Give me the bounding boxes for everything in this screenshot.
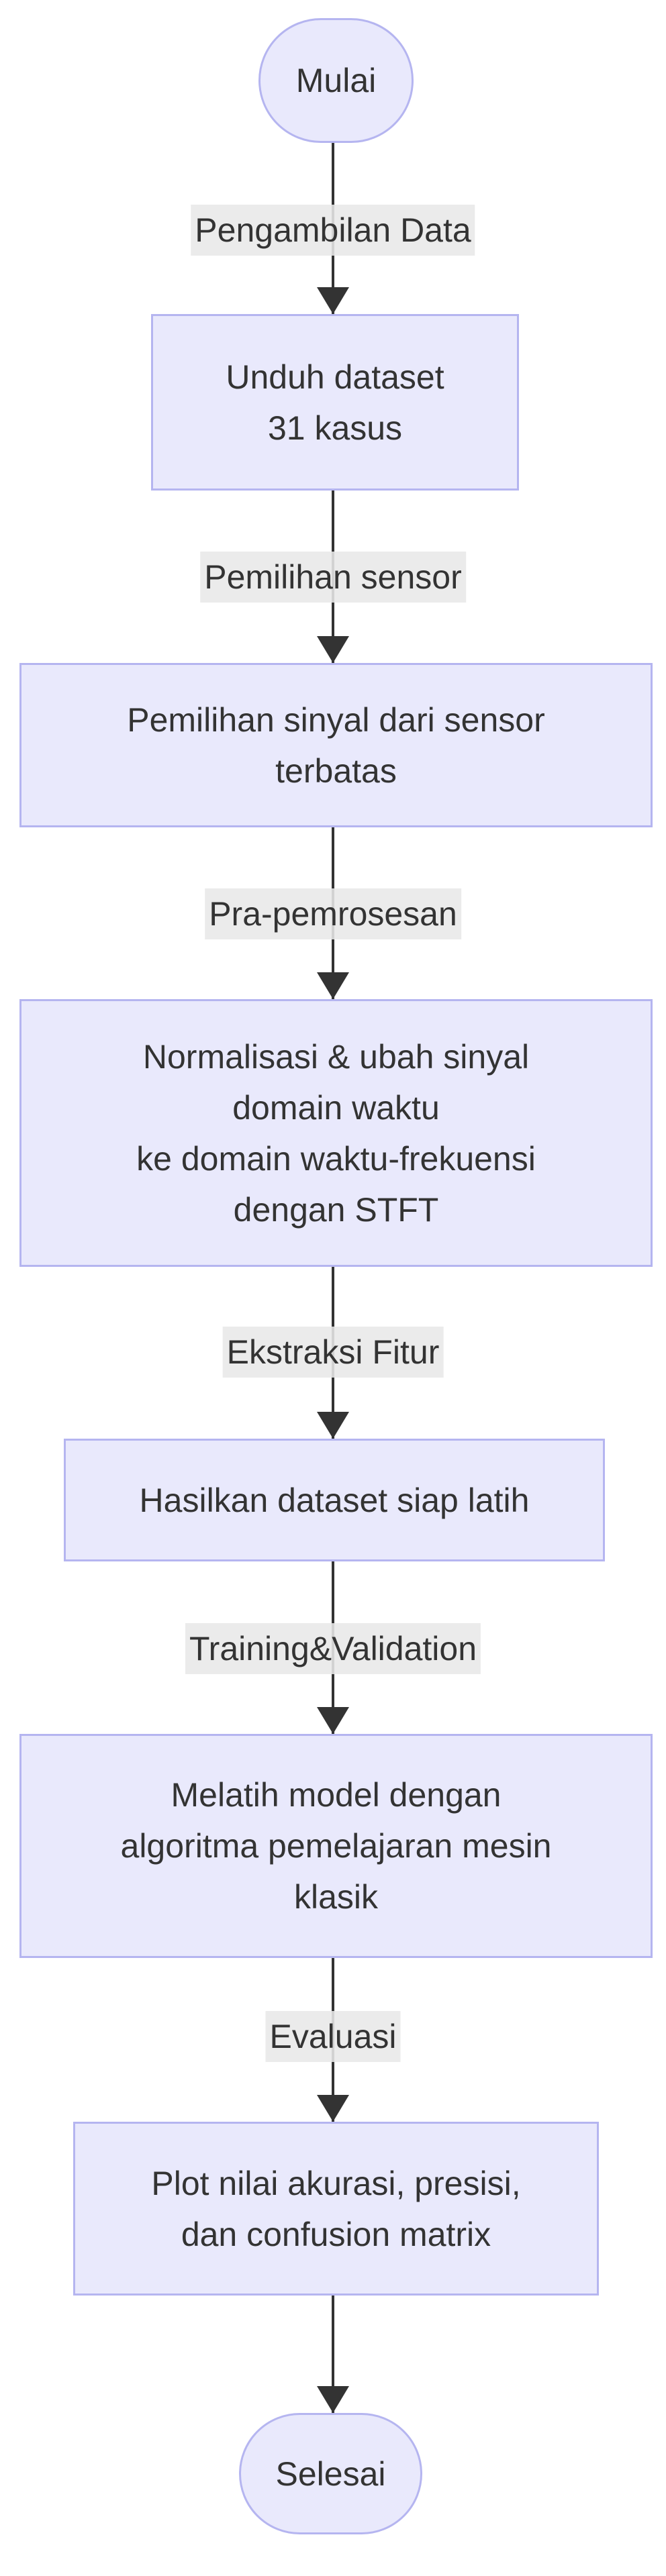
arrowhead-down-icon [317,287,349,314]
node-unduh-dataset: Unduh dataset 31 kasus [151,314,519,491]
edge-label-training-validation: Training&Validation [185,1623,481,1674]
arrow-line [332,2296,334,2413]
arrowhead-down-icon [317,1412,349,1439]
node-label: Mulai [295,62,377,99]
arrowhead-down-icon [317,2386,349,2413]
node-label: ke domain waktu-frekuensi [136,1139,536,1178]
arrowhead-down-icon [317,2095,349,2122]
node-label: Normalisasi & ubah sinyal [142,1037,530,1076]
node-selesai: Selesai [239,2413,422,2534]
edge-label-ekstraksi-fitur: Ekstraksi Fitur [222,1327,444,1378]
node-label: 31 kasus [267,409,403,447]
node-label: dengan STFT [233,1190,439,1229]
node-mulai: Mulai [258,18,414,143]
edge-label-pra-pemrosesan: Pra-pemrosesan [205,888,461,939]
node-label: domain waktu [232,1088,440,1127]
arrowhead-down-icon [317,636,349,663]
node-plot-hasil: Plot nilai akurasi, presisi, dan confusi… [73,2122,599,2296]
edge-label-pemilihan-sensor: Pemilihan sensor [200,552,466,603]
node-melatih-model: Melatih model dengan algoritma pemelajar… [19,1734,653,1958]
node-label: Plot nilai akurasi, presisi, [151,2164,521,2202]
edge-label-pengambilan-data: Pengambilan Data [191,205,475,256]
node-normalisasi-stft: Normalisasi & ubah sinyal domain waktu k… [19,999,653,1267]
node-label: algoritma pemelajaran mesin [120,1827,552,1865]
node-hasilkan-dataset: Hasilkan dataset siap latih [64,1439,605,1561]
node-label: Melatih model dengan [171,1776,502,1814]
node-label: Pemilihan sinyal dari sensor [127,701,545,739]
node-pemilihan-sinyal: Pemilihan sinyal dari sensor terbatas [19,663,653,827]
arrowhead-down-icon [317,1707,349,1734]
node-label: dan confusion matrix [181,2215,491,2253]
node-label: Hasilkan dataset siap latih [139,1481,530,1519]
node-label: Unduh dataset [226,358,444,396]
node-label: terbatas [275,752,397,790]
edge-label-evaluasi: Evaluasi [265,2011,401,2062]
node-label: klasik [293,1878,379,1916]
node-label: Selesai [275,2455,386,2493]
arrowhead-down-icon [317,972,349,999]
